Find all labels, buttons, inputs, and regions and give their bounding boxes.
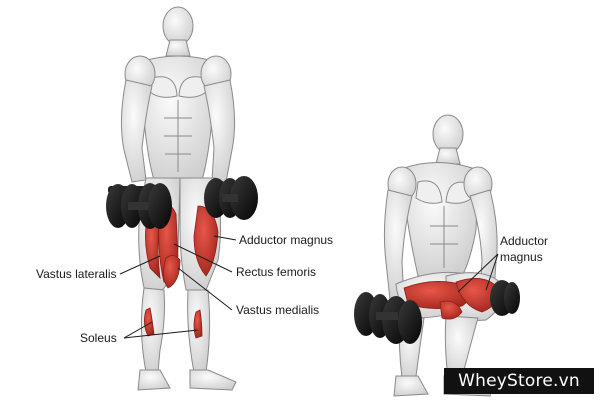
standing-muscles — [144, 203, 219, 339]
label-adductor-magnus-left: Adductor magnus — [239, 233, 334, 247]
squatting-figure — [383, 114, 505, 397]
quad-muscle — [439, 300, 463, 320]
dumbbell-icon — [204, 176, 258, 220]
watermark-logo: WheyStore.vn — [444, 368, 594, 394]
dumbbell-icon — [490, 280, 520, 316]
soleus-muscle — [144, 307, 155, 337]
leader-lines — [119, 235, 499, 339]
label-vastus-lateralis: Vastus lateralis — [36, 267, 117, 281]
label-rectus-femoris: Rectus femoris — [236, 265, 317, 279]
dumbbell-icon — [354, 292, 422, 344]
label-adductor-magnus-right-line1: Adductor — [500, 234, 549, 248]
label-adductor-magnus-right-line2: magnus — [500, 250, 543, 264]
vastus-medialis-muscle — [163, 255, 181, 289]
soleus-muscle — [193, 309, 203, 339]
dumbbell-icon — [106, 183, 172, 229]
label-vastus-medialis: Vastus medialis — [236, 303, 320, 317]
squatting-muscles — [403, 278, 501, 320]
label-soleus: Soleus — [80, 331, 117, 345]
